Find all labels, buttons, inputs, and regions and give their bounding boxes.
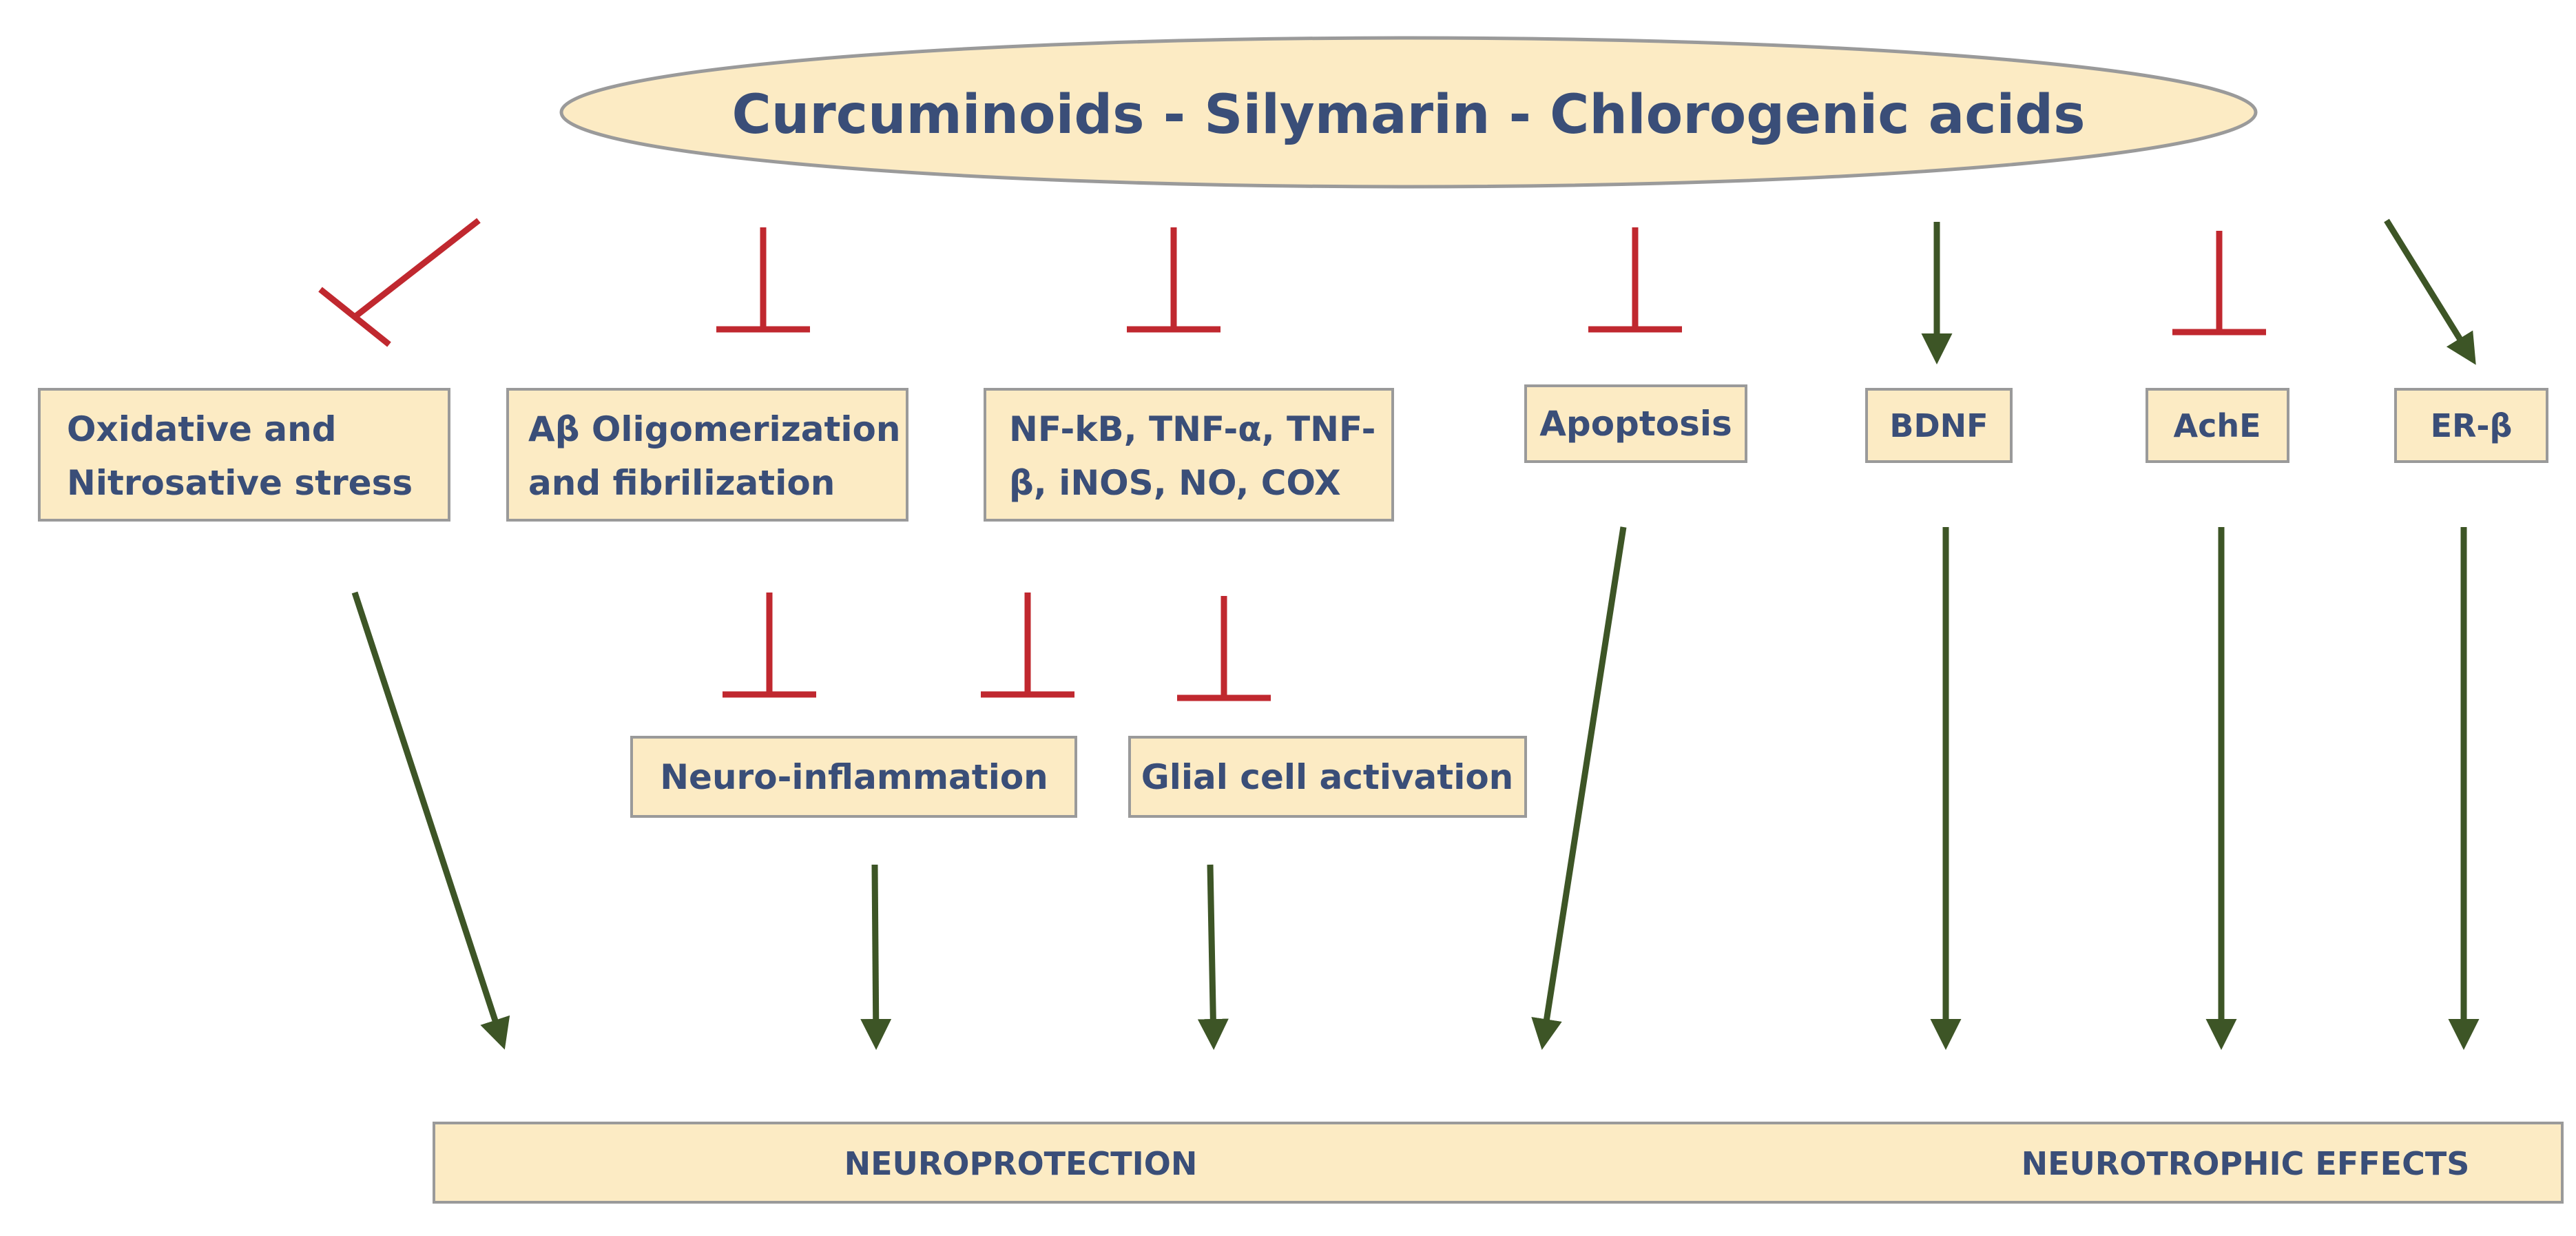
- box-apoptosis-label: Apoptosis: [1539, 404, 1732, 444]
- inhibition-nfkb: [1127, 227, 1221, 333]
- box-er-beta: ER-β: [2394, 388, 2548, 463]
- box-neuroinflammation-label: Neuro-inflammation: [660, 757, 1048, 797]
- inhibition-neuroinflammation-right: [981, 593, 1074, 698]
- box-glial-label: Glial cell activation: [1141, 757, 1514, 797]
- box-nfkb-mediators: NF-kB, TNF-α, TNF- β, iNOS, NO, COX: [984, 388, 1394, 522]
- arrow-neuroinflammation-to-neuroprotection: [860, 864, 892, 1050]
- box-abeta-oligomerization: Aβ Oligomerization and fibrilization: [506, 388, 908, 522]
- box-ache: AchE: [2146, 388, 2289, 463]
- activation-er-beta: [2384, 218, 2476, 365]
- box-bdnf-label: BDNF: [1889, 407, 1988, 444]
- inhibition-glial: [1177, 596, 1271, 701]
- compounds-ellipse: Curcuminoids - Silymarin - Chlorogenic a…: [559, 36, 2258, 189]
- inhibition-ache: [2172, 231, 2266, 336]
- box-oxidative-line1: Oxidative and: [67, 409, 337, 449]
- inhibition-oxidative: [318, 218, 481, 347]
- box-oxidative-stress: Oxidative and Nitrosative stress: [38, 388, 450, 522]
- inhibition-abeta: [716, 227, 810, 333]
- box-neuroinflammation: Neuro-inflammation: [630, 736, 1077, 818]
- arrow-apoptosis-to-neuroprotection: [1531, 526, 1627, 1050]
- box-nfkb-line2: β, iNOS, NO, COX: [1009, 463, 1341, 503]
- box-abeta-line2: and fibrilization: [528, 463, 835, 503]
- outcome-neurotrophic: NEUROTROPHIC EFFECTS: [2022, 1145, 2470, 1182]
- box-glial-activation: Glial cell activation: [1128, 736, 1527, 818]
- arrow-oxidative-to-neuroprotection: [351, 591, 510, 1050]
- box-bdnf: BDNF: [1865, 388, 2013, 463]
- box-abeta-line1: Aβ Oligomerization: [528, 409, 900, 449]
- inhibition-apoptosis: [1588, 227, 1682, 333]
- box-apoptosis: Apoptosis: [1524, 384, 1747, 463]
- box-er-beta-label: ER-β: [2431, 407, 2513, 444]
- inhibition-neuroinflammation-left: [723, 593, 816, 698]
- outcomes-bar: NEUROPROTECTION NEUROTROPHIC EFFECTS: [433, 1122, 2564, 1204]
- outcome-neuroprotection: NEUROPROTECTION: [844, 1145, 1198, 1182]
- box-ache-label: AchE: [2173, 407, 2261, 444]
- arrow-glial-to-neuroprotection: [1197, 864, 1229, 1050]
- box-oxidative-line2: Nitrosative stress: [67, 463, 413, 503]
- compounds-title: Curcuminoids - Silymarin - Chlorogenic a…: [731, 84, 2085, 146]
- box-nfkb-line1: NF-kB, TNF-α, TNF-: [1009, 409, 1375, 449]
